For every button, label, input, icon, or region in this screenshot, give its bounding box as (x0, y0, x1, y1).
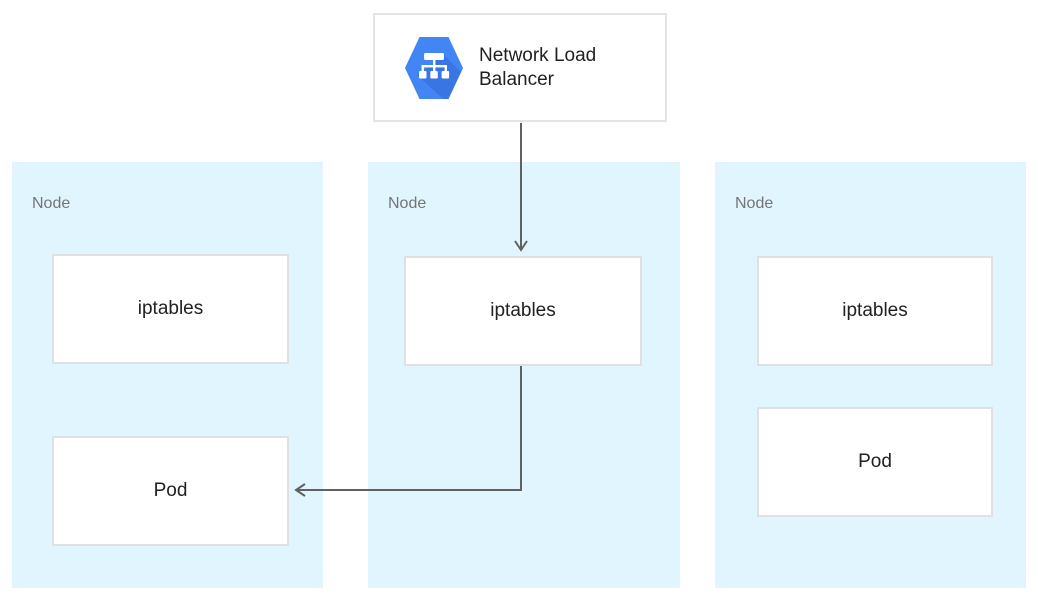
load-balancer-label: Network Load Balancer (479, 44, 597, 90)
node-3-pod-label: Pod (858, 451, 892, 472)
node-2-label: Node (388, 195, 427, 212)
node-3-iptables-box: iptables (757, 256, 993, 366)
node-1-label: Node (32, 195, 71, 212)
node-2: Node iptables (368, 162, 680, 588)
node-3: Node iptables Pod (715, 162, 1026, 588)
node-2-iptables-label: iptables (490, 300, 556, 321)
node-1: Node iptables Pod (12, 162, 323, 588)
node-3-iptables-label: iptables (842, 300, 908, 321)
node-1-pod-label: Pod (153, 480, 188, 501)
node-1-iptables-box: iptables (52, 254, 289, 364)
node-2-iptables-box: iptables (404, 256, 642, 366)
node-1-iptables-label: iptables (137, 298, 204, 319)
node-3-label: Node (735, 195, 774, 212)
node-3-pod-box: Pod (757, 407, 993, 517)
load-balancer-card: Network Load Balancer (373, 13, 667, 122)
network-load-balancer-icon (405, 36, 463, 99)
node-1-pod-box: Pod (52, 436, 289, 546)
